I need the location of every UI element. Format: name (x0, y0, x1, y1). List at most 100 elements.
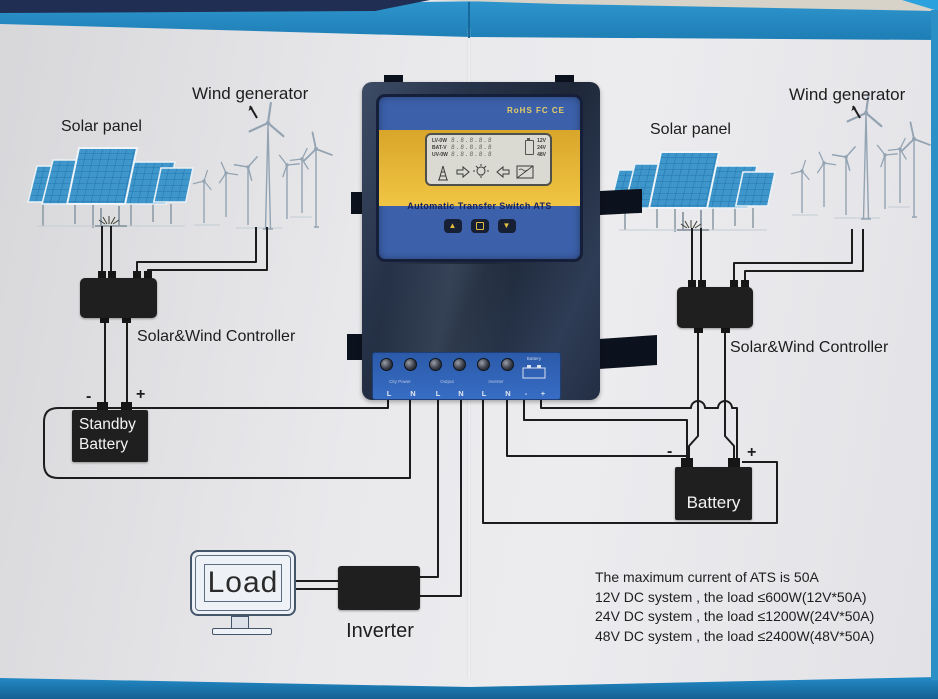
battery-symbol-icon (522, 365, 546, 379)
battery: Battery (675, 467, 752, 520)
wire-inverter-ats-L (418, 400, 439, 578)
wire-right-controller-minus (688, 330, 699, 460)
section-output: Output (440, 379, 454, 384)
terminal-label-L3: L (481, 389, 487, 398)
lcd-voltage: 24V (537, 145, 546, 151)
mounting-ear-mid-right (598, 188, 642, 216)
monitor-inner-frame: Load (195, 555, 291, 611)
wind-label-arrow-right (851, 105, 861, 119)
cert-marks: RoHS FC CE (507, 106, 565, 115)
wind-generator-art-left (193, 101, 332, 229)
button-row: ▲ ▼ (379, 219, 580, 233)
inverter-symbol-icon (516, 165, 534, 179)
booklet-bottom-edge (0, 677, 938, 699)
label-wind-generator-right: Wind generator (789, 85, 906, 104)
wire-standby-battery-loop (43, 400, 411, 479)
terminal-label-L1: L (386, 389, 392, 398)
ats-front-panel: RoHS FC CE LV-0W BAT-V UV-0W 8.8.8.8.8 8… (376, 94, 583, 262)
section-inverter: Inverter (488, 379, 504, 384)
lcd-row-label: UV-0W (432, 152, 448, 158)
lcd-row-label: LV-0W (432, 138, 447, 144)
down-button[interactable]: ▼ (497, 219, 516, 233)
terminal-screw[interactable] (429, 358, 442, 371)
wind-label-arrow-left (248, 105, 258, 119)
lcd-voltages: 12V 24V 48V (537, 138, 546, 158)
page-fold-notch (468, 2, 470, 38)
grid-tower-icon (438, 165, 448, 181)
mounting-ear-bottom-right (599, 334, 657, 370)
wire-left-wind-1 (136, 227, 257, 274)
solar-panel-art-left (27, 147, 194, 229)
terminal-label-plus: + (540, 389, 546, 398)
terminal-screw[interactable] (380, 358, 393, 371)
label-controller-right: Solar&Wind Controller (730, 339, 889, 356)
battery-minus-sign: - (667, 443, 673, 460)
wire-right-wind-2 (744, 229, 864, 283)
menu-button-glyph (475, 222, 484, 230)
connector-stubs (97, 271, 749, 468)
terminal-label-N3: N (505, 389, 511, 398)
terminal-label-minus: - (524, 389, 528, 398)
mounting-ear-top-right (555, 75, 574, 85)
note-line: 12V DC system , the load ≤600W(12V*50A) (595, 588, 867, 605)
background-corner-blue (902, 0, 938, 11)
battery-plus-sign: + (747, 444, 757, 461)
lcd-row-label: BAT-V (432, 145, 447, 151)
lcd-display: LV-0W BAT-V UV-0W 8.8.8.8.8 8.8.8.8.8 8.… (425, 133, 552, 186)
inverter-label: Inverter (346, 620, 414, 642)
solar-wind-controller-left (80, 278, 157, 318)
lcd-voltage: 12V (537, 138, 546, 144)
battery-label: Battery (686, 493, 741, 512)
terminal-strip: City Power Output Inverter Battery L N L… (372, 352, 561, 400)
arrow-right-icon (456, 165, 470, 179)
lcd-voltage: 48V (537, 152, 546, 158)
wire-ats-N-battery (506, 400, 686, 457)
lcd-digits: 8.8.8.8.8 8.8.8.8.8 8.8.8.8.8 (450, 137, 522, 158)
load-monitor: Load (190, 550, 296, 616)
spec-notes: The maximum current of ATS is 50A 12V DC… (595, 568, 930, 646)
mounting-ear-top-left (384, 75, 403, 85)
background-top-right (430, 0, 938, 11)
label-controller-left: Solar&Wind Controller (137, 328, 296, 345)
label-solar-panel-left: Solar panel (61, 118, 142, 135)
ats-glare (366, 264, 596, 352)
menu-button[interactable] (470, 219, 489, 233)
wire-inverter-ats-N (418, 400, 462, 597)
label-wind-generator-left: Wind generator (192, 84, 309, 103)
arrow-left-icon (496, 165, 510, 179)
terminal-label-N1: N (410, 389, 416, 398)
wire-left-wind-2 (147, 227, 268, 274)
ats-device: RoHS FC CE LV-0W BAT-V UV-0W 8.8.8.8.8 8… (347, 75, 657, 400)
note-line: 24V DC system , the load ≤1200W(24V*50A) (595, 608, 875, 624)
booklet-right-edge (931, 10, 938, 680)
ats-title: Automatic Transfer Switch ATS (407, 201, 552, 211)
background-top-left (0, 0, 430, 13)
lcd-battery-icon (525, 138, 535, 155)
standby-plus-sign: + (136, 386, 146, 403)
wind-generator-art-right (791, 91, 930, 219)
label-solar-panel-right: Solar panel (650, 121, 731, 138)
terminal-screw[interactable] (453, 358, 466, 371)
lcd-digit-row: 8.8.8.8.8 (450, 151, 493, 158)
standby-battery-label-2: Battery (79, 436, 129, 453)
wire-ats-battery-loop (482, 400, 778, 524)
terminal-screw[interactable] (501, 358, 514, 371)
terminal-screw[interactable] (404, 358, 417, 371)
up-button[interactable]: ▲ (443, 219, 462, 233)
lcd-labels: LV-0W BAT-V UV-0W (432, 138, 448, 158)
solar-wind-controller-right (677, 287, 753, 328)
section-city-power: City Power (389, 379, 411, 384)
mounting-ear-mid-left (351, 192, 364, 214)
lcd-status-icons (438, 164, 534, 181)
note-line: 48V DC system , the load ≤2400W(48V*50A) (595, 627, 875, 644)
standby-battery: Standby Battery (72, 410, 148, 462)
load-label: Load (204, 564, 282, 602)
wire-right-wind-1 (733, 229, 853, 283)
note-line: The maximum current of ATS is 50A (595, 569, 819, 585)
terminal-screw[interactable] (477, 358, 490, 371)
standby-minus-sign: - (86, 388, 92, 405)
wire-right-controller-plus (724, 330, 735, 460)
inverter (338, 566, 420, 610)
